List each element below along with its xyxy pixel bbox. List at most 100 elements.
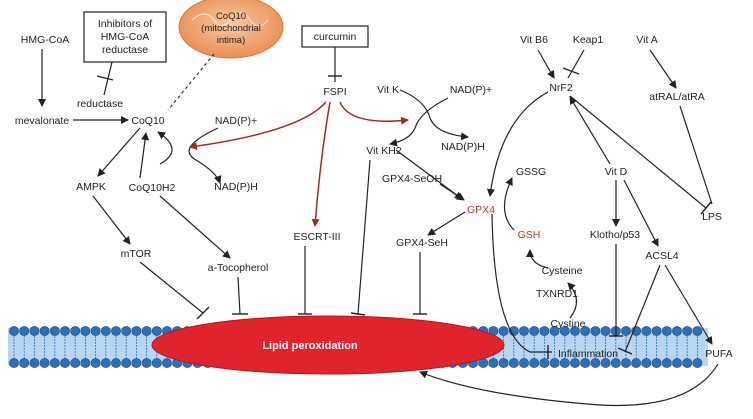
inhibit-inflammation (491, 213, 552, 353)
membrane-lipid-head (151, 326, 162, 336)
membrane-lipid-head (80, 358, 91, 368)
membrane-lipid-head (121, 326, 132, 336)
membrane-lipid-head (498, 326, 509, 336)
inhibit-lps (569, 95, 707, 209)
membrane-lipid-head (60, 358, 70, 368)
membrane-lipid-head (692, 326, 703, 336)
dashed-mito-coq10 (167, 53, 215, 111)
membrane-lipid-head (80, 326, 91, 336)
nadp-plus-left-label: NAD(P)+ (215, 115, 257, 127)
coq10h2-label: CoQ10H2 (129, 182, 176, 194)
membrane-lipid-head (641, 326, 652, 336)
arrow-gsh-gssg (503, 177, 515, 231)
arrow-nrf2-gpx4 (486, 91, 549, 197)
arrow-coq10-ampk (97, 127, 141, 177)
coq10-mito-line3: intima) (217, 35, 246, 46)
nrf2-label: NrF2 (549, 82, 572, 94)
membrane-lipid-head (549, 326, 560, 336)
inhibit-tocopherol (237, 276, 241, 315)
membrane-lipid-head (539, 326, 550, 336)
membrane-lipid-head (70, 326, 81, 336)
membrane-lipid-head (19, 358, 30, 368)
membrane-lipid-head (519, 358, 529, 368)
mtor-label: mTOR (121, 248, 152, 260)
membrane-lipid-head (590, 326, 601, 336)
membrane-lipid-head (590, 358, 601, 368)
membrane-lipid-head (610, 358, 621, 368)
arrow-coq10h2-tocopherol (159, 195, 231, 259)
inhibit-keap1 (567, 49, 585, 79)
fsp1-label: FSPI (323, 86, 346, 98)
coq10-label: CoQ10 (131, 115, 164, 127)
membrane-lipid-head (570, 326, 580, 336)
gpx4-label: GPX4 (467, 204, 495, 216)
membrane-lipid-head (672, 326, 682, 336)
coq10-mito-line2: (mitochondrial (201, 23, 261, 34)
arrow-cysteine-gsh (526, 249, 549, 269)
membrane-lipid-head (70, 358, 81, 368)
membrane-lipid-head (692, 358, 703, 368)
tocopherol-label: a-Tocopherol (208, 262, 269, 274)
inflammation-label: Inflammation (558, 348, 618, 360)
nadph-right-label: NAD(P)H (441, 141, 485, 153)
membrane-lipid-head (9, 326, 19, 336)
membrane-lipid-head (39, 358, 50, 368)
inhibit-atral-lps (679, 105, 713, 205)
red-arrow-fsp1-coq10 (189, 101, 327, 151)
nadph-left-label: NAD(P)H (214, 181, 258, 193)
membrane-lipid-head (131, 326, 142, 336)
curve-vitkh2 (389, 97, 449, 147)
membrane-lipid-head (549, 358, 560, 368)
cysteine-label: Cysteine (542, 265, 583, 277)
membrane-lipid-head (19, 326, 30, 336)
membrane-lipid-head (151, 358, 162, 368)
membrane-lipid-head (39, 326, 50, 336)
membrane-lipid-head (90, 326, 101, 336)
connectors (38, 47, 719, 407)
lipid-peroxidation-label: Lipid peroxidation (262, 340, 358, 352)
membrane-lipid-head (559, 326, 570, 336)
membrane-lipid-head (29, 326, 40, 336)
membrane-lipid-head (508, 358, 519, 368)
membrane-lipid-head (100, 358, 111, 368)
membrane-lipid-head (100, 326, 111, 336)
arrow-ampk-mtor (92, 195, 131, 245)
reductase-label: reductase (77, 98, 123, 110)
inhibitors-line2: HMG-CoA (101, 31, 149, 43)
membrane-lipid-head (651, 358, 662, 368)
gpx4-seoh-label: GPX4-SeOH (382, 173, 442, 185)
arrow-vitd-nrf2 (569, 96, 611, 165)
membrane-lipid-head (141, 358, 152, 368)
membrane-lipid-head (131, 358, 142, 368)
red-arrow-fsp1-vitk (339, 101, 409, 125)
klotho-label: Klotho/p53 (590, 229, 640, 241)
membrane-lipid-head (90, 358, 101, 368)
curve-vitk (399, 89, 469, 141)
nadp-plus-right-label: NAD(P)+ (450, 84, 492, 96)
mevalonate-label: mevalonate (15, 115, 69, 127)
membrane-lipid-head (121, 358, 132, 368)
membrane-lipid-head (641, 358, 652, 368)
vit-b6-label: Vit B6 (520, 34, 548, 46)
mitochondrion-icon: CoQ10 (mitochondrial intima) (178, 0, 284, 59)
inhibitors-line3: reductase (102, 44, 148, 56)
arrow-acsl4-pufa (664, 264, 713, 345)
gpx4-seh-label: GPX4-SeH (396, 237, 448, 249)
membrane-lipid-head (49, 358, 60, 368)
arrow-vitd-acsl4 (623, 179, 659, 247)
ampk-label: AMPK (76, 181, 106, 193)
keap1-label: Keap1 (573, 34, 604, 46)
arrow-vitb6-nrf2 (537, 49, 555, 79)
coq10-mito-label: CoQ10 (216, 11, 246, 22)
membrane-lipid-head (488, 358, 499, 368)
membrane-lipid-head (651, 326, 662, 336)
membrane-lipid-head (682, 358, 693, 368)
curve-coq10-reduction (157, 131, 173, 165)
vit-k-label: Vit K (377, 84, 399, 96)
membrane-lipid-head (529, 358, 540, 368)
membrane-lipid-head (9, 358, 19, 368)
membrane-lipid-head (539, 358, 550, 368)
membrane-lipid-head (631, 358, 642, 368)
membrane-lipid-head (661, 326, 672, 336)
